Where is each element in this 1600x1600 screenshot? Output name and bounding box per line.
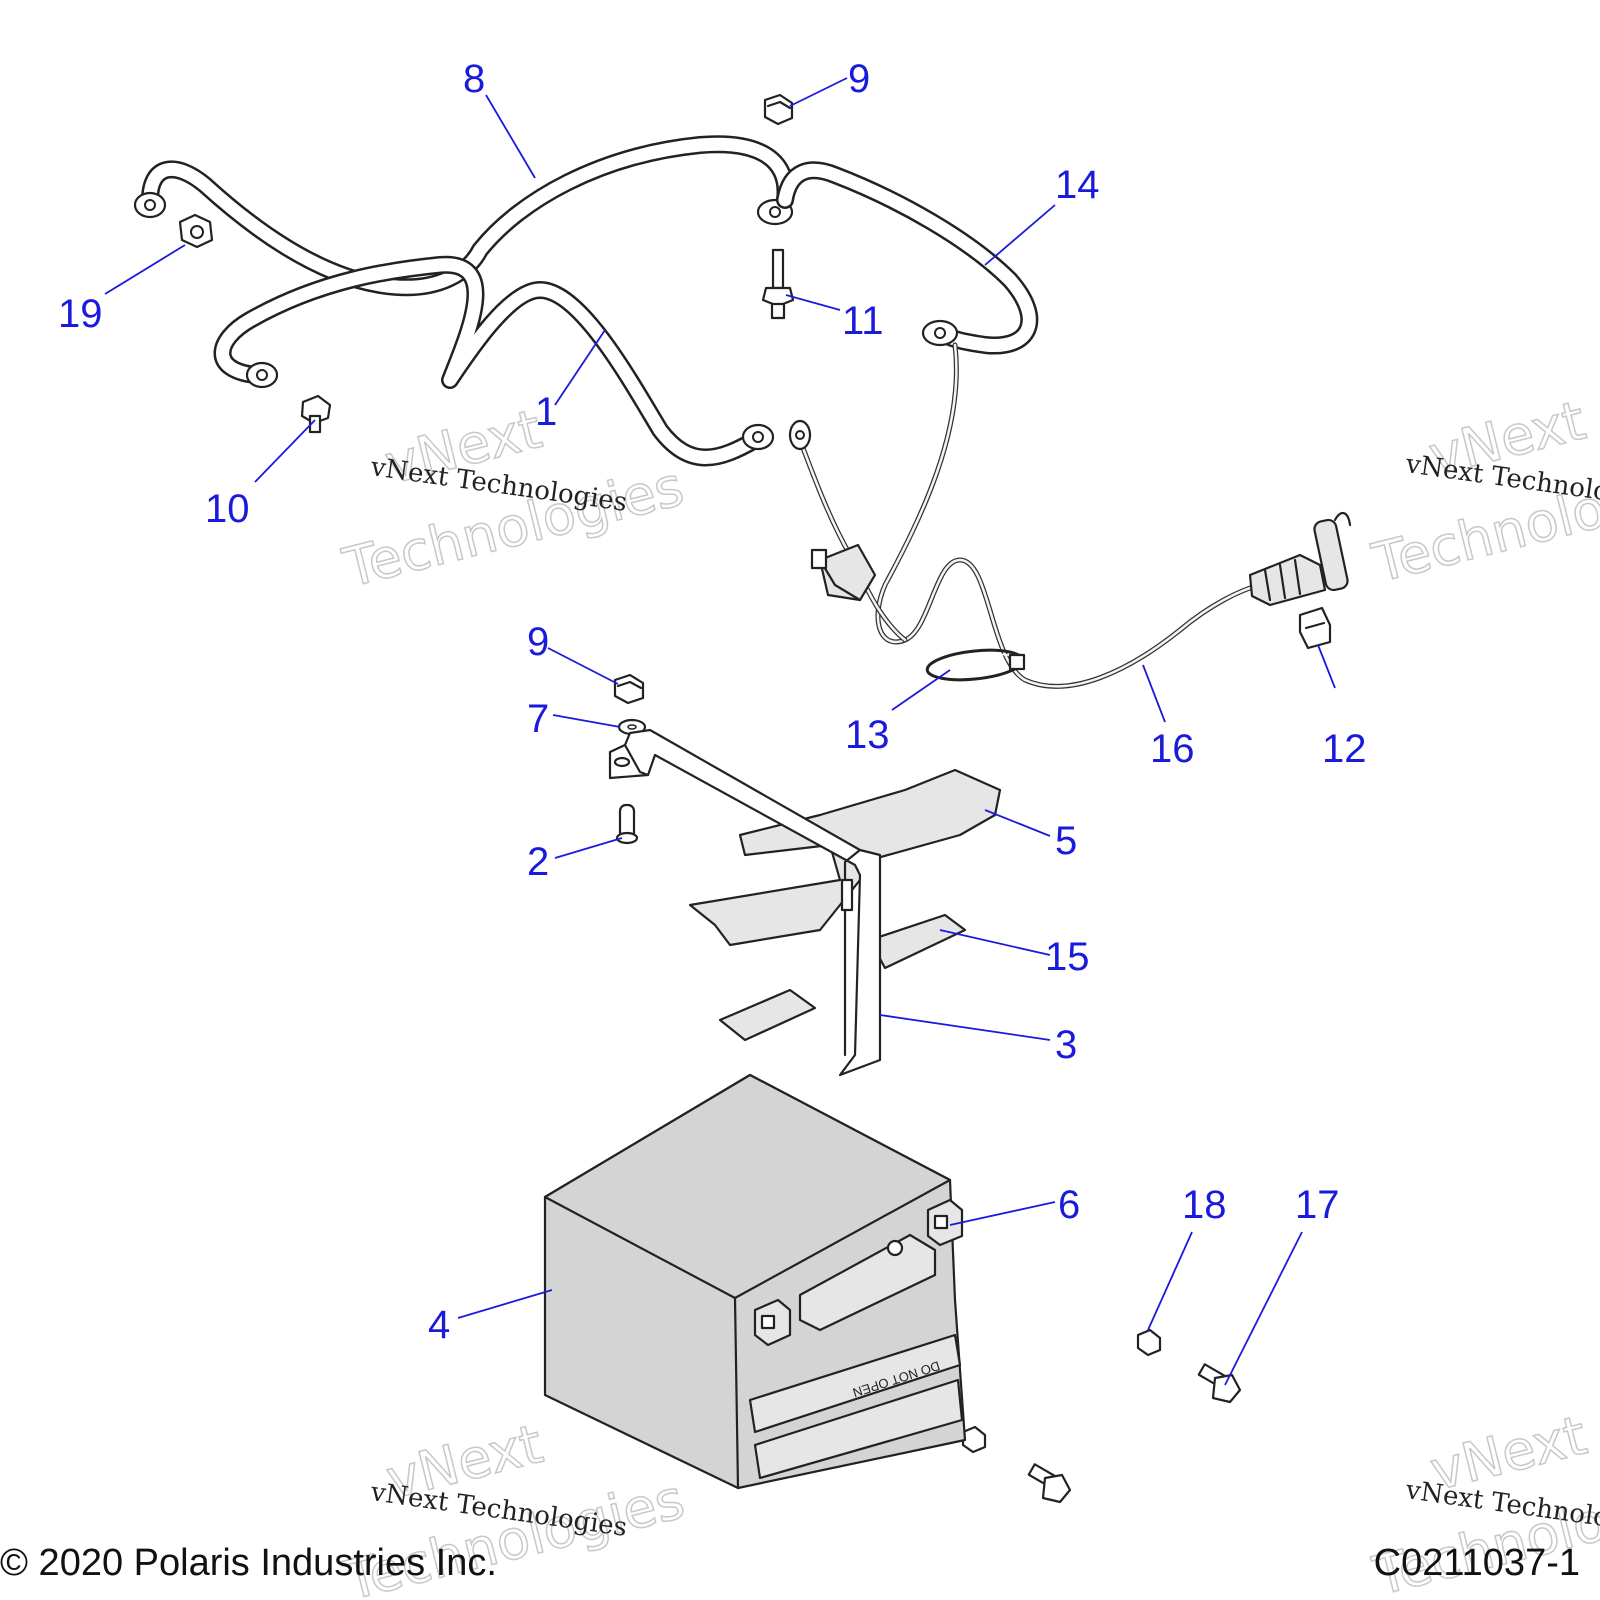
callout-18: 18 <box>1182 1183 1227 1227</box>
positive-cable-14 <box>776 161 1039 355</box>
callout-7: 7 <box>527 697 549 741</box>
callout-10: 10 <box>205 487 250 531</box>
ground-cable-1 <box>213 255 775 467</box>
flange-nut-9-mid <box>613 673 645 705</box>
callout-2: 2 <box>527 840 549 884</box>
bolt-17 <box>1197 1363 1242 1404</box>
callout-8: 8 <box>463 57 485 101</box>
callout-19: 19 <box>58 292 103 336</box>
cable-tie-13 <box>925 648 1026 682</box>
leader-lines <box>104 77 1336 1386</box>
callout-16: 16 <box>1150 727 1195 771</box>
callout-13: 13 <box>845 713 890 757</box>
battery-pad-small <box>718 988 817 1042</box>
callout-12: 12 <box>1322 727 1367 771</box>
bolt-10 <box>300 394 332 434</box>
battery-4: DO NOT OPEN <box>543 1073 967 1490</box>
drawing-code: C0211037-1 <box>1374 1542 1580 1584</box>
callout-6: 6 <box>1058 1183 1080 1227</box>
battery-pad-15 <box>868 913 967 970</box>
flange-nut-9-top <box>763 93 794 126</box>
nut-19 <box>178 213 214 249</box>
callout-3: 3 <box>1055 1023 1077 1067</box>
nut-18 <box>1136 1328 1162 1357</box>
nut-lower <box>961 1425 987 1454</box>
callout-14: 14 <box>1055 163 1100 207</box>
callout-4: 4 <box>428 1303 450 1347</box>
charger-harness-16 <box>788 342 1352 689</box>
bolt-2 <box>615 803 639 845</box>
callout-17: 17 <box>1295 1183 1340 1227</box>
bolt-lower <box>1027 1463 1072 1504</box>
callout-15: 15 <box>1045 935 1090 979</box>
callout-9: 9 <box>848 57 870 101</box>
callout-labels: 8 9 14 19 11 1 10 9 7 13 16 12 5 2 15 3 … <box>58 57 1367 1347</box>
hold-down-bracket-3 <box>608 728 882 1077</box>
callout-11: 11 <box>842 299 884 343</box>
connector-12 <box>1298 606 1332 650</box>
callout-1: 1 <box>535 390 557 434</box>
copyright-text: © 2020 Polaris Industries Inc. <box>0 1542 497 1584</box>
callout-5: 5 <box>1055 819 1077 863</box>
stud-11 <box>761 248 795 320</box>
callout-9: 9 <box>527 620 549 664</box>
footer: © 2020 Polaris Industries Inc. C0211037-… <box>0 1542 1580 1584</box>
